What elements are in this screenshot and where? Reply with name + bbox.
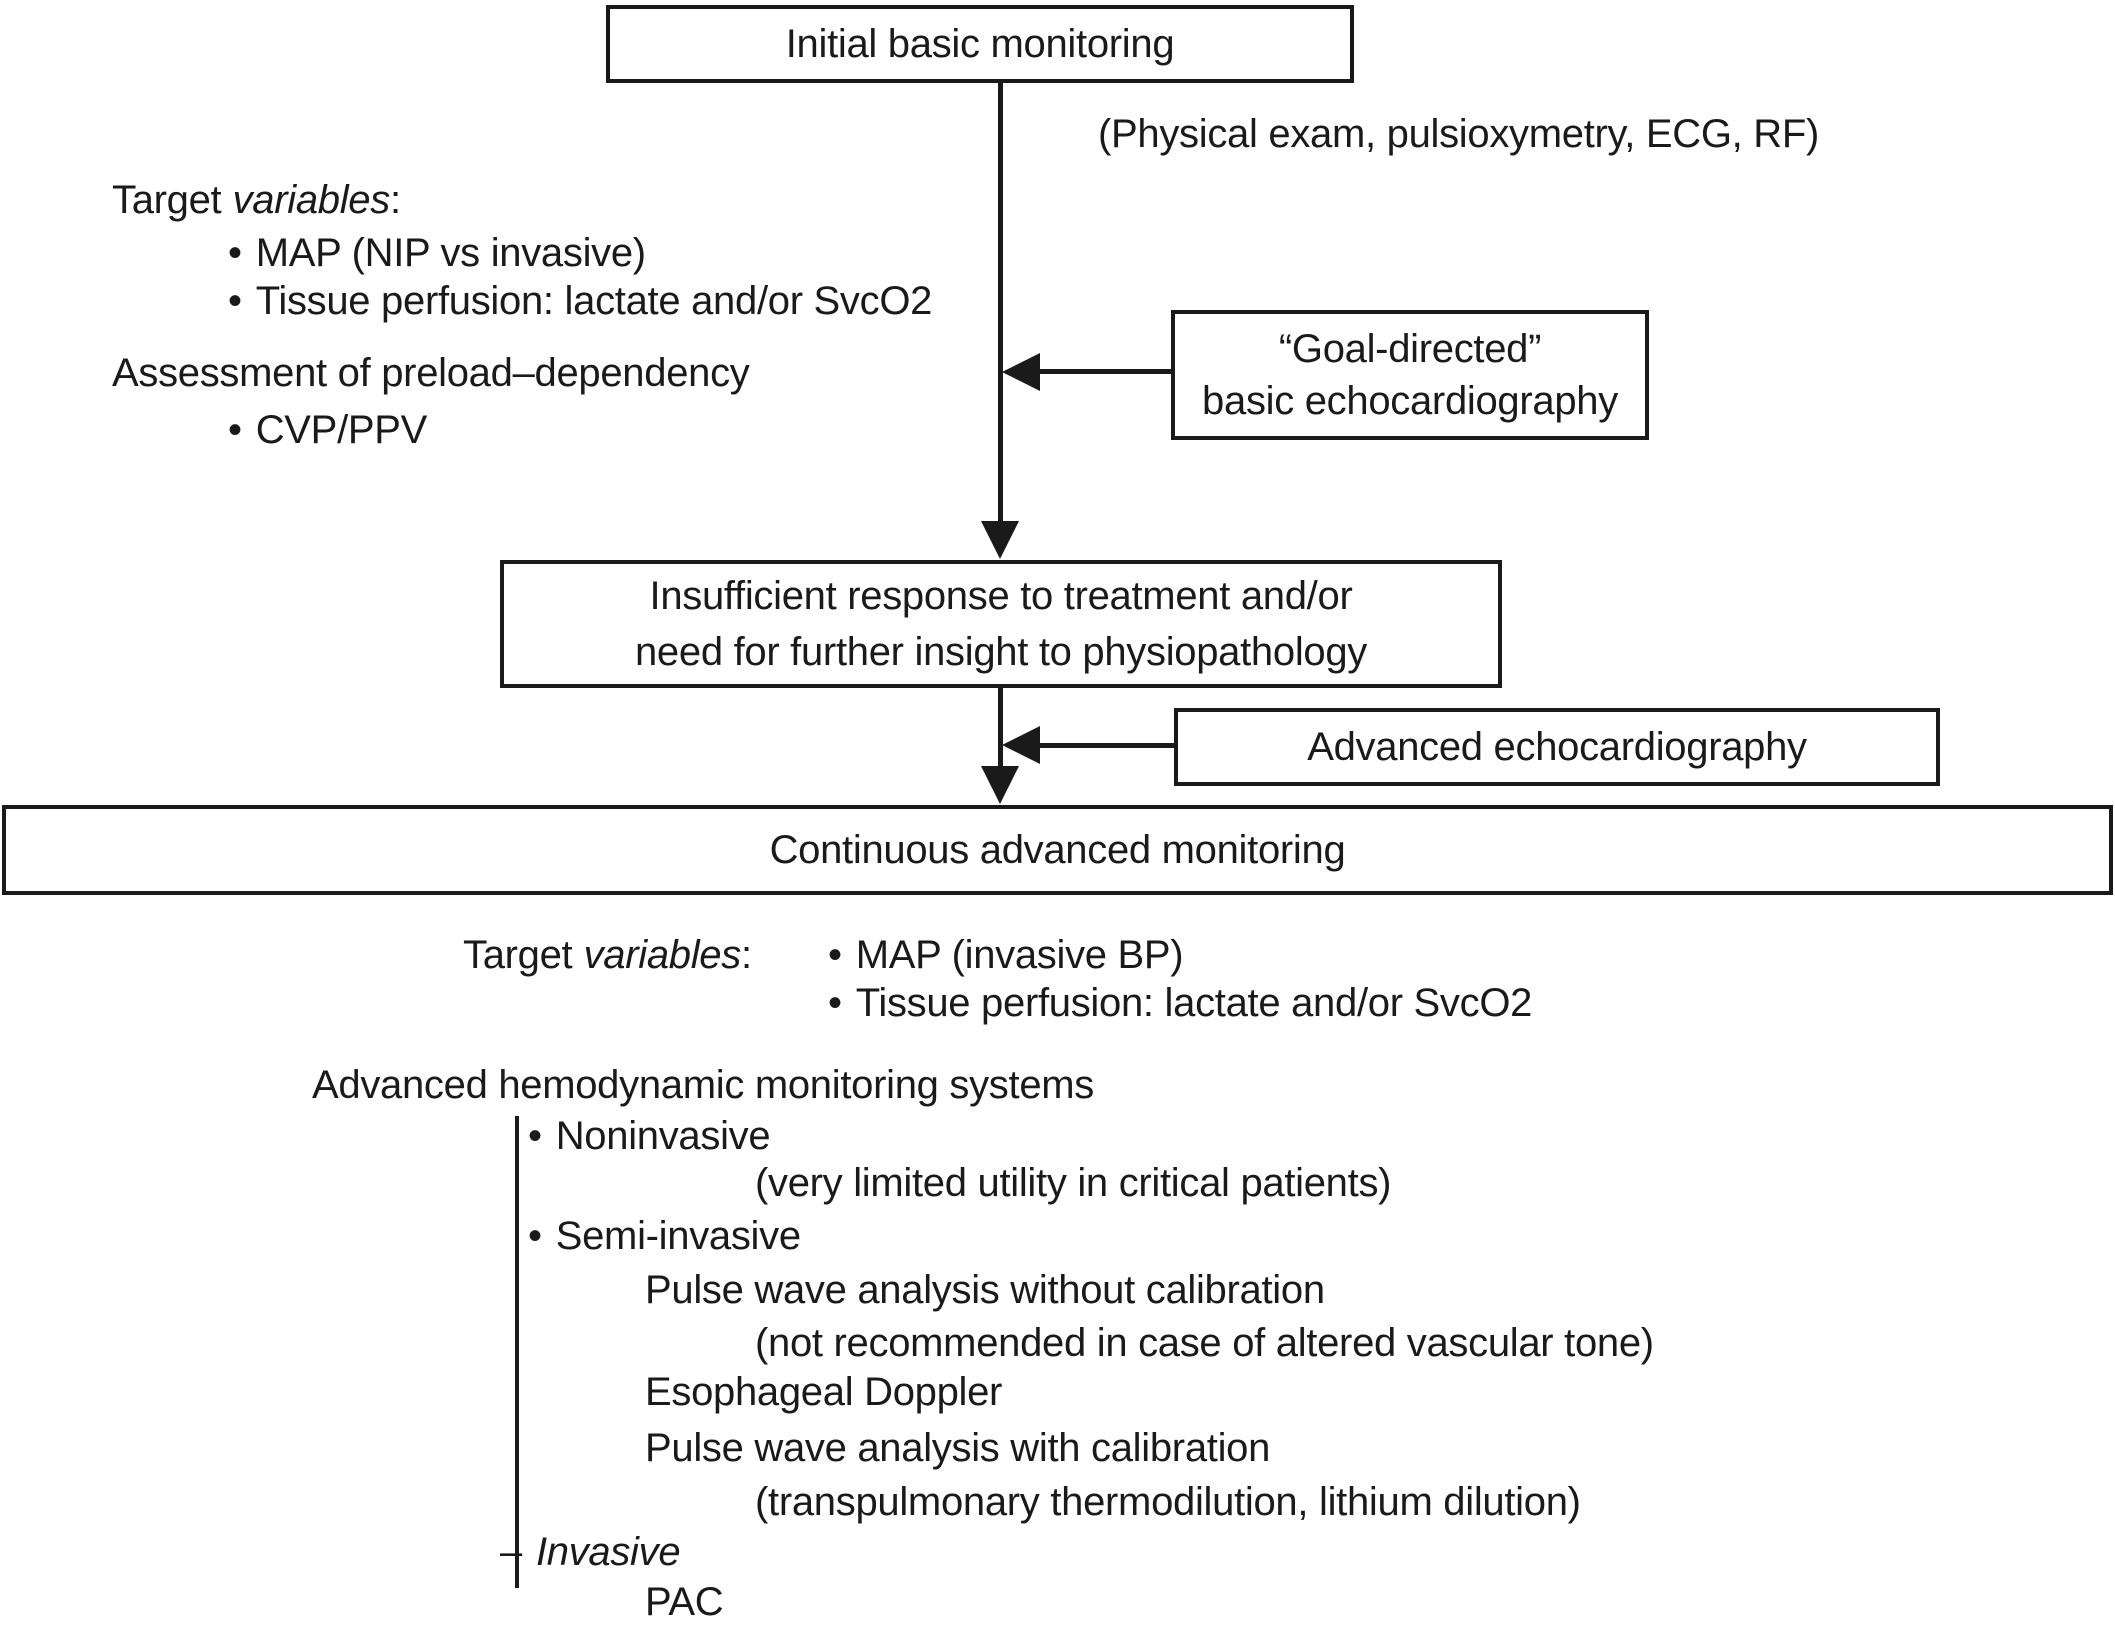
systems-heading: Advanced hemodynamic monitoring systems xyxy=(312,1061,1094,1109)
physical-exam-note: (Physical exam, pulsioxymetry, ECG, RF) xyxy=(1098,110,1819,158)
dash-icon: – xyxy=(500,1530,522,1574)
systems-row-label: Semi-invasive xyxy=(555,1214,801,1258)
systems-row-label: (transpulmonary thermodilution, lithium … xyxy=(755,1480,1581,1524)
systems-row-label: PAC xyxy=(645,1580,724,1624)
bullet-icon: • xyxy=(228,231,242,275)
systems-row-pwa-without: Pulse wave analysis without calibration xyxy=(645,1266,1325,1314)
list-item-cvp-ppv: • CVP/PPV xyxy=(228,406,427,454)
colon: : xyxy=(740,933,752,977)
systems-row-label: Pulse wave analysis with calibration xyxy=(645,1426,1271,1470)
systems-row-noninvasive-note: (very limited utility in critical patien… xyxy=(755,1159,1391,1207)
insufficient-line2: need for further insight to physiopathol… xyxy=(634,630,1368,674)
initial-monitoring-box: Initial basic monitoring xyxy=(606,5,1354,83)
systems-heading-text: Advanced hemodynamic monitoring systems xyxy=(312,1063,1094,1107)
initial-monitoring-label: Initial basic monitoring xyxy=(785,22,1175,66)
systems-row-label: Esophageal Doppler xyxy=(645,1370,1003,1414)
goal-directed-line1: “Goal-directed” xyxy=(1278,327,1542,371)
assessment-heading-text: Assessment of preload–dependency xyxy=(112,351,750,395)
target-word: Target xyxy=(112,178,222,222)
bullet-icon: • xyxy=(828,933,842,977)
arrowhead-left-icon xyxy=(1002,353,1040,391)
systems-row-pwa-with: Pulse wave analysis with calibration xyxy=(645,1424,1270,1472)
arrowhead-down-icon xyxy=(981,521,1019,559)
arrowhead-down-icon xyxy=(981,766,1019,804)
systems-row-esophageal-doppler: Esophageal Doppler xyxy=(645,1368,1002,1416)
bullet-icon: • xyxy=(528,1214,542,1258)
list-item-tissue-perfusion-1: • Tissue perfusion: lactate and/or SvcO2 xyxy=(228,277,932,325)
systems-row-pwa-without-note: (not recommended in case of altered vasc… xyxy=(755,1319,1654,1367)
systems-row-noninvasive: • Noninvasive xyxy=(528,1112,771,1160)
continuous-monitoring-label: Continuous advanced monitoring xyxy=(769,828,1346,872)
target-word: Target xyxy=(463,933,573,977)
colon: : xyxy=(389,178,401,222)
bullet-icon: • xyxy=(228,408,242,452)
connector-line-vertical-1 xyxy=(998,83,1003,525)
goal-directed-echo-box: “Goal-directed” basic echocardiography xyxy=(1171,310,1649,440)
systems-row-pwa-with-note: (transpulmonary thermodilution, lithium … xyxy=(755,1478,1581,1526)
list-item-label: Tissue perfusion: lactate and/or SvcO2 xyxy=(255,279,933,323)
bullet-icon: • xyxy=(528,1114,542,1158)
goal-directed-line2: basic echocardiography xyxy=(1202,379,1618,423)
variables-word: variables xyxy=(232,178,391,222)
systems-row-invasive: –Invasive xyxy=(500,1528,681,1576)
connector-line-vertical-2 xyxy=(998,686,1003,770)
systems-row-label: Pulse wave analysis without calibration xyxy=(645,1268,1325,1312)
systems-row-label: (not recommended in case of altered vasc… xyxy=(755,1321,1654,1365)
assessment-heading: Assessment of preload–dependency xyxy=(112,349,750,397)
insufficient-response-box: Insufficient response to treatment and/o… xyxy=(500,560,1502,688)
list-item-label: CVP/PPV xyxy=(255,408,428,452)
list-item-map-nip: • MAP (NIP vs invasive) xyxy=(228,229,646,277)
systems-row-pac: PAC xyxy=(645,1578,724,1626)
connector-line-goal xyxy=(1034,369,1174,374)
systems-row-semi-invasive: • Semi-invasive xyxy=(528,1212,801,1260)
systems-row-label: Noninvasive xyxy=(555,1114,771,1158)
continuous-monitoring-box: Continuous advanced monitoring xyxy=(2,805,2113,895)
variables-word: variables xyxy=(583,933,742,977)
list-item-map-invasive: • MAP (invasive BP) xyxy=(828,931,1184,979)
list-item-label: Tissue perfusion: lactate and/or SvcO2 xyxy=(855,981,1533,1025)
arrowhead-left-icon xyxy=(1002,726,1040,764)
systems-bracket-line xyxy=(515,1116,519,1588)
systems-row-label: (very limited utility in critical patien… xyxy=(755,1161,1392,1205)
systems-row-label: Invasive xyxy=(535,1530,681,1574)
list-item-label: MAP (invasive BP) xyxy=(855,933,1184,977)
bullet-icon: • xyxy=(828,981,842,1025)
physical-exam-note-text: (Physical exam, pulsioxymetry, ECG, RF) xyxy=(1098,112,1820,156)
advanced-echo-box: Advanced echocardiography xyxy=(1174,708,1940,786)
list-item-tissue-perfusion-2: • Tissue perfusion: lactate and/or SvcO2 xyxy=(828,979,1532,1027)
advanced-echo-label: Advanced echocardiography xyxy=(1307,725,1807,769)
insufficient-line1: Insufficient response to treatment and/o… xyxy=(649,574,1353,618)
bullet-icon: • xyxy=(228,279,242,323)
list-item-label: MAP (NIP vs invasive) xyxy=(255,231,646,275)
connector-line-advanced-echo xyxy=(1034,743,1176,748)
